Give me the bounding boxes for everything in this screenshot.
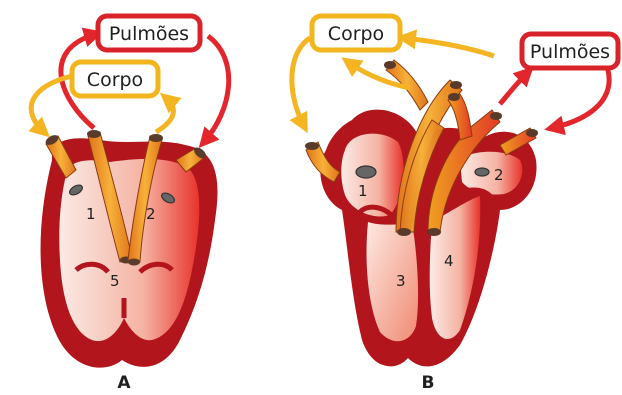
arrow-a-body-out [156,98,173,132]
chamber-b-1: 1 [358,182,368,200]
label-body-a: Corpo [72,62,158,96]
chamber-a-2: 2 [146,205,156,223]
arrow-b-lungs-out [500,72,528,104]
svg-text:Pulmões: Pulmões [109,23,189,45]
chamber-b-3: 3 [396,272,406,290]
svg-text:Pulmões: Pulmões [530,41,610,63]
arrow-a-body-in [31,76,72,132]
opening-icon [475,168,489,176]
heart-a: 1 2 5 [41,130,218,368]
svg-text:Corpo: Corpo [328,23,384,45]
panel-label-b: B [422,373,435,393]
chamber-a-5: 5 [110,272,120,290]
chamber-b-2: 2 [494,166,504,184]
chamber-b-4: 4 [444,252,454,270]
panel-label-a: A [117,373,131,393]
heart-b: 1 2 3 4 [305,60,538,366]
arrow-b-body-in [292,38,310,126]
chamber-a-1: 1 [86,205,96,223]
opening-icon [356,166,376,178]
label-lungs-b: Pulmões [522,34,618,68]
label-body-b: Corpo [312,16,400,50]
arrow-b-body-out-1 [404,38,494,56]
svg-text:Corpo: Corpo [87,69,143,91]
arrow-b-lungs-in [552,70,609,128]
label-lungs-a: Pulmões [98,16,200,50]
arrow-a-lungs-in [204,36,229,142]
